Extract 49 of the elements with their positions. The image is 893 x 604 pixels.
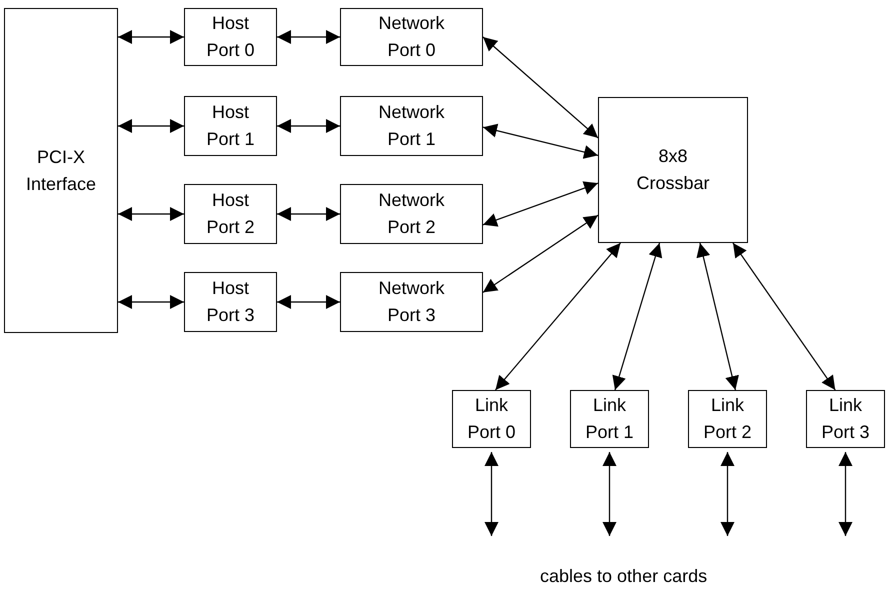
- block-box: [340, 272, 483, 332]
- arrow: [838, 452, 852, 536]
- block-label: Network Port 3: [377, 277, 446, 327]
- arrow: [482, 181, 598, 227]
- arrow: [277, 207, 340, 221]
- arrow: [118, 295, 184, 309]
- arrow: [277, 30, 340, 44]
- block-label: Link Port 0: [466, 394, 517, 444]
- block-box: [570, 390, 649, 448]
- block-label: Link Port 2: [702, 394, 753, 444]
- arrow: [732, 242, 836, 390]
- block-box: [184, 272, 277, 332]
- arrow: [484, 452, 498, 536]
- block-box: [340, 96, 483, 156]
- block-label: Link Port 3: [820, 394, 871, 444]
- block-box: [806, 390, 885, 448]
- caption-text: cables to other cards: [540, 566, 708, 587]
- block-label: Network Port 1: [377, 101, 446, 151]
- block-box: [340, 184, 483, 244]
- block-box: [184, 96, 277, 156]
- block-label: Host Port 0: [205, 12, 256, 62]
- arrow: [277, 119, 340, 133]
- arrow: [495, 242, 621, 390]
- arrow: [482, 214, 598, 293]
- block-label: Host Port 1: [205, 101, 256, 151]
- block-label: Network Port 2: [377, 189, 446, 239]
- arrow: [696, 242, 739, 390]
- arrow: [277, 295, 340, 309]
- block-label: PCI-X Interface: [24, 146, 98, 196]
- arrow: [720, 452, 734, 536]
- block-box: [184, 184, 277, 244]
- block-box: [340, 8, 483, 66]
- arrow: [118, 119, 184, 133]
- block-box: [598, 97, 748, 243]
- arrow: [118, 207, 184, 221]
- block-label: Link Port 1: [584, 394, 635, 444]
- arrow: [602, 452, 616, 536]
- arrow: [612, 242, 662, 390]
- block-box: [452, 390, 531, 448]
- arrow: [482, 124, 598, 159]
- block-label: Host Port 2: [205, 189, 256, 239]
- block-box: [4, 8, 118, 333]
- block-box: [184, 8, 277, 66]
- block-box: [688, 390, 767, 448]
- block-label: Host Port 3: [205, 277, 256, 327]
- block-label: Network Port 0: [377, 12, 446, 62]
- arrow: [118, 30, 184, 44]
- block-label: 8x8 Crossbar: [635, 145, 711, 195]
- arrow: [482, 36, 598, 138]
